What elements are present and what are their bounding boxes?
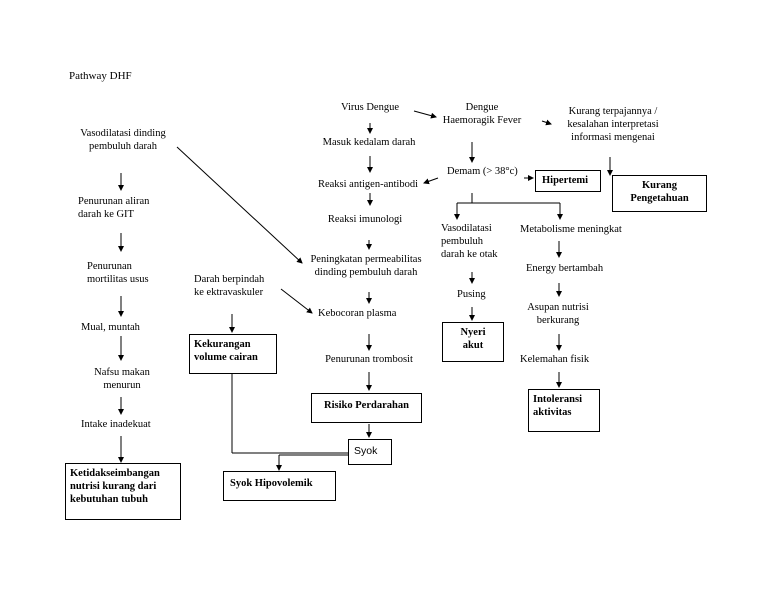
node-kurang-terpajan: Kurang terpajannya / kesalahan interpret…	[567, 106, 659, 143]
node-asupan: Asupan nutrisi berkurang	[527, 302, 589, 326]
diagnosis-kekurangan-volume-cairan: Kekurangan volume cairan	[189, 334, 277, 374]
node-penurunan-motilitas: Penurunan mortilitas usus	[87, 261, 149, 285]
diagnosis-kurang-pengetahuan: Kurang Pengetahuan	[612, 175, 707, 212]
node-darah-berpindah: Darah berpindah ke ektravaskuler	[194, 274, 265, 298]
diagnosis-syok-hipovolemik: Syok Hipovolemik	[223, 471, 336, 501]
node-metabolisme: Metabolisme meningkat	[520, 224, 622, 235]
page-title: Pathway DHF	[69, 70, 132, 82]
node-mual-muntah: Mual, muntah	[81, 322, 140, 333]
node-penurunan-aliran: Penurunan aliran darah ke GIT	[78, 196, 150, 220]
node-kelemahan: Kelemahan fisik	[520, 354, 590, 365]
node-syok: Syok	[348, 439, 392, 465]
node-masuk-darah: Masuk kedalam darah	[322, 137, 416, 148]
diagnosis-ketidakseimbangan-nutrisi: Ketidakseimbangan nutrisi kurang dari ke…	[65, 463, 181, 520]
node-penurunan-trombosit: Penurunan trombosit	[325, 354, 413, 365]
node-pusing: Pusing	[457, 289, 486, 300]
diagnosis-intoleransi-aktivitas: Intoleransi aktivitas	[528, 389, 600, 432]
node-nafsu-makan: Nafsu makan menurun	[94, 367, 150, 391]
node-kebocoran-plasma: Kebocoran plasma	[318, 308, 397, 319]
diagnosis-risiko-perdarahan: Risiko Perdarahan	[311, 393, 422, 423]
node-reaksi-antigen-antibodi: Reaksi antigen-antibodi	[317, 179, 419, 190]
node-dengue-hf: Dengue Haemoragik Fever	[442, 102, 522, 126]
diagnosis-nyeri-akut: Nyeri akut	[442, 322, 504, 362]
node-reaksi-imunologi: Reaksi imunologi	[327, 214, 403, 225]
node-vasodilatasi-dinding: Vasodilatasi dinding pembuluh darah	[80, 128, 166, 152]
diagnosis-hipertemi: Hipertemi	[535, 170, 601, 192]
node-intake: Intake inadekuat	[81, 419, 151, 430]
node-energy: Energy bertambah	[526, 263, 604, 274]
node-demam: Demam (> 38°c)	[447, 166, 518, 177]
node-vasodilatasi-otak: Vasodilatasi pembuluh darah ke otak	[441, 223, 498, 260]
node-virus-dengue: Virus Dengue	[341, 102, 399, 113]
node-peningkatan-permeabilitas: Peningkatan permeabilitas dinding pembul…	[310, 254, 422, 278]
